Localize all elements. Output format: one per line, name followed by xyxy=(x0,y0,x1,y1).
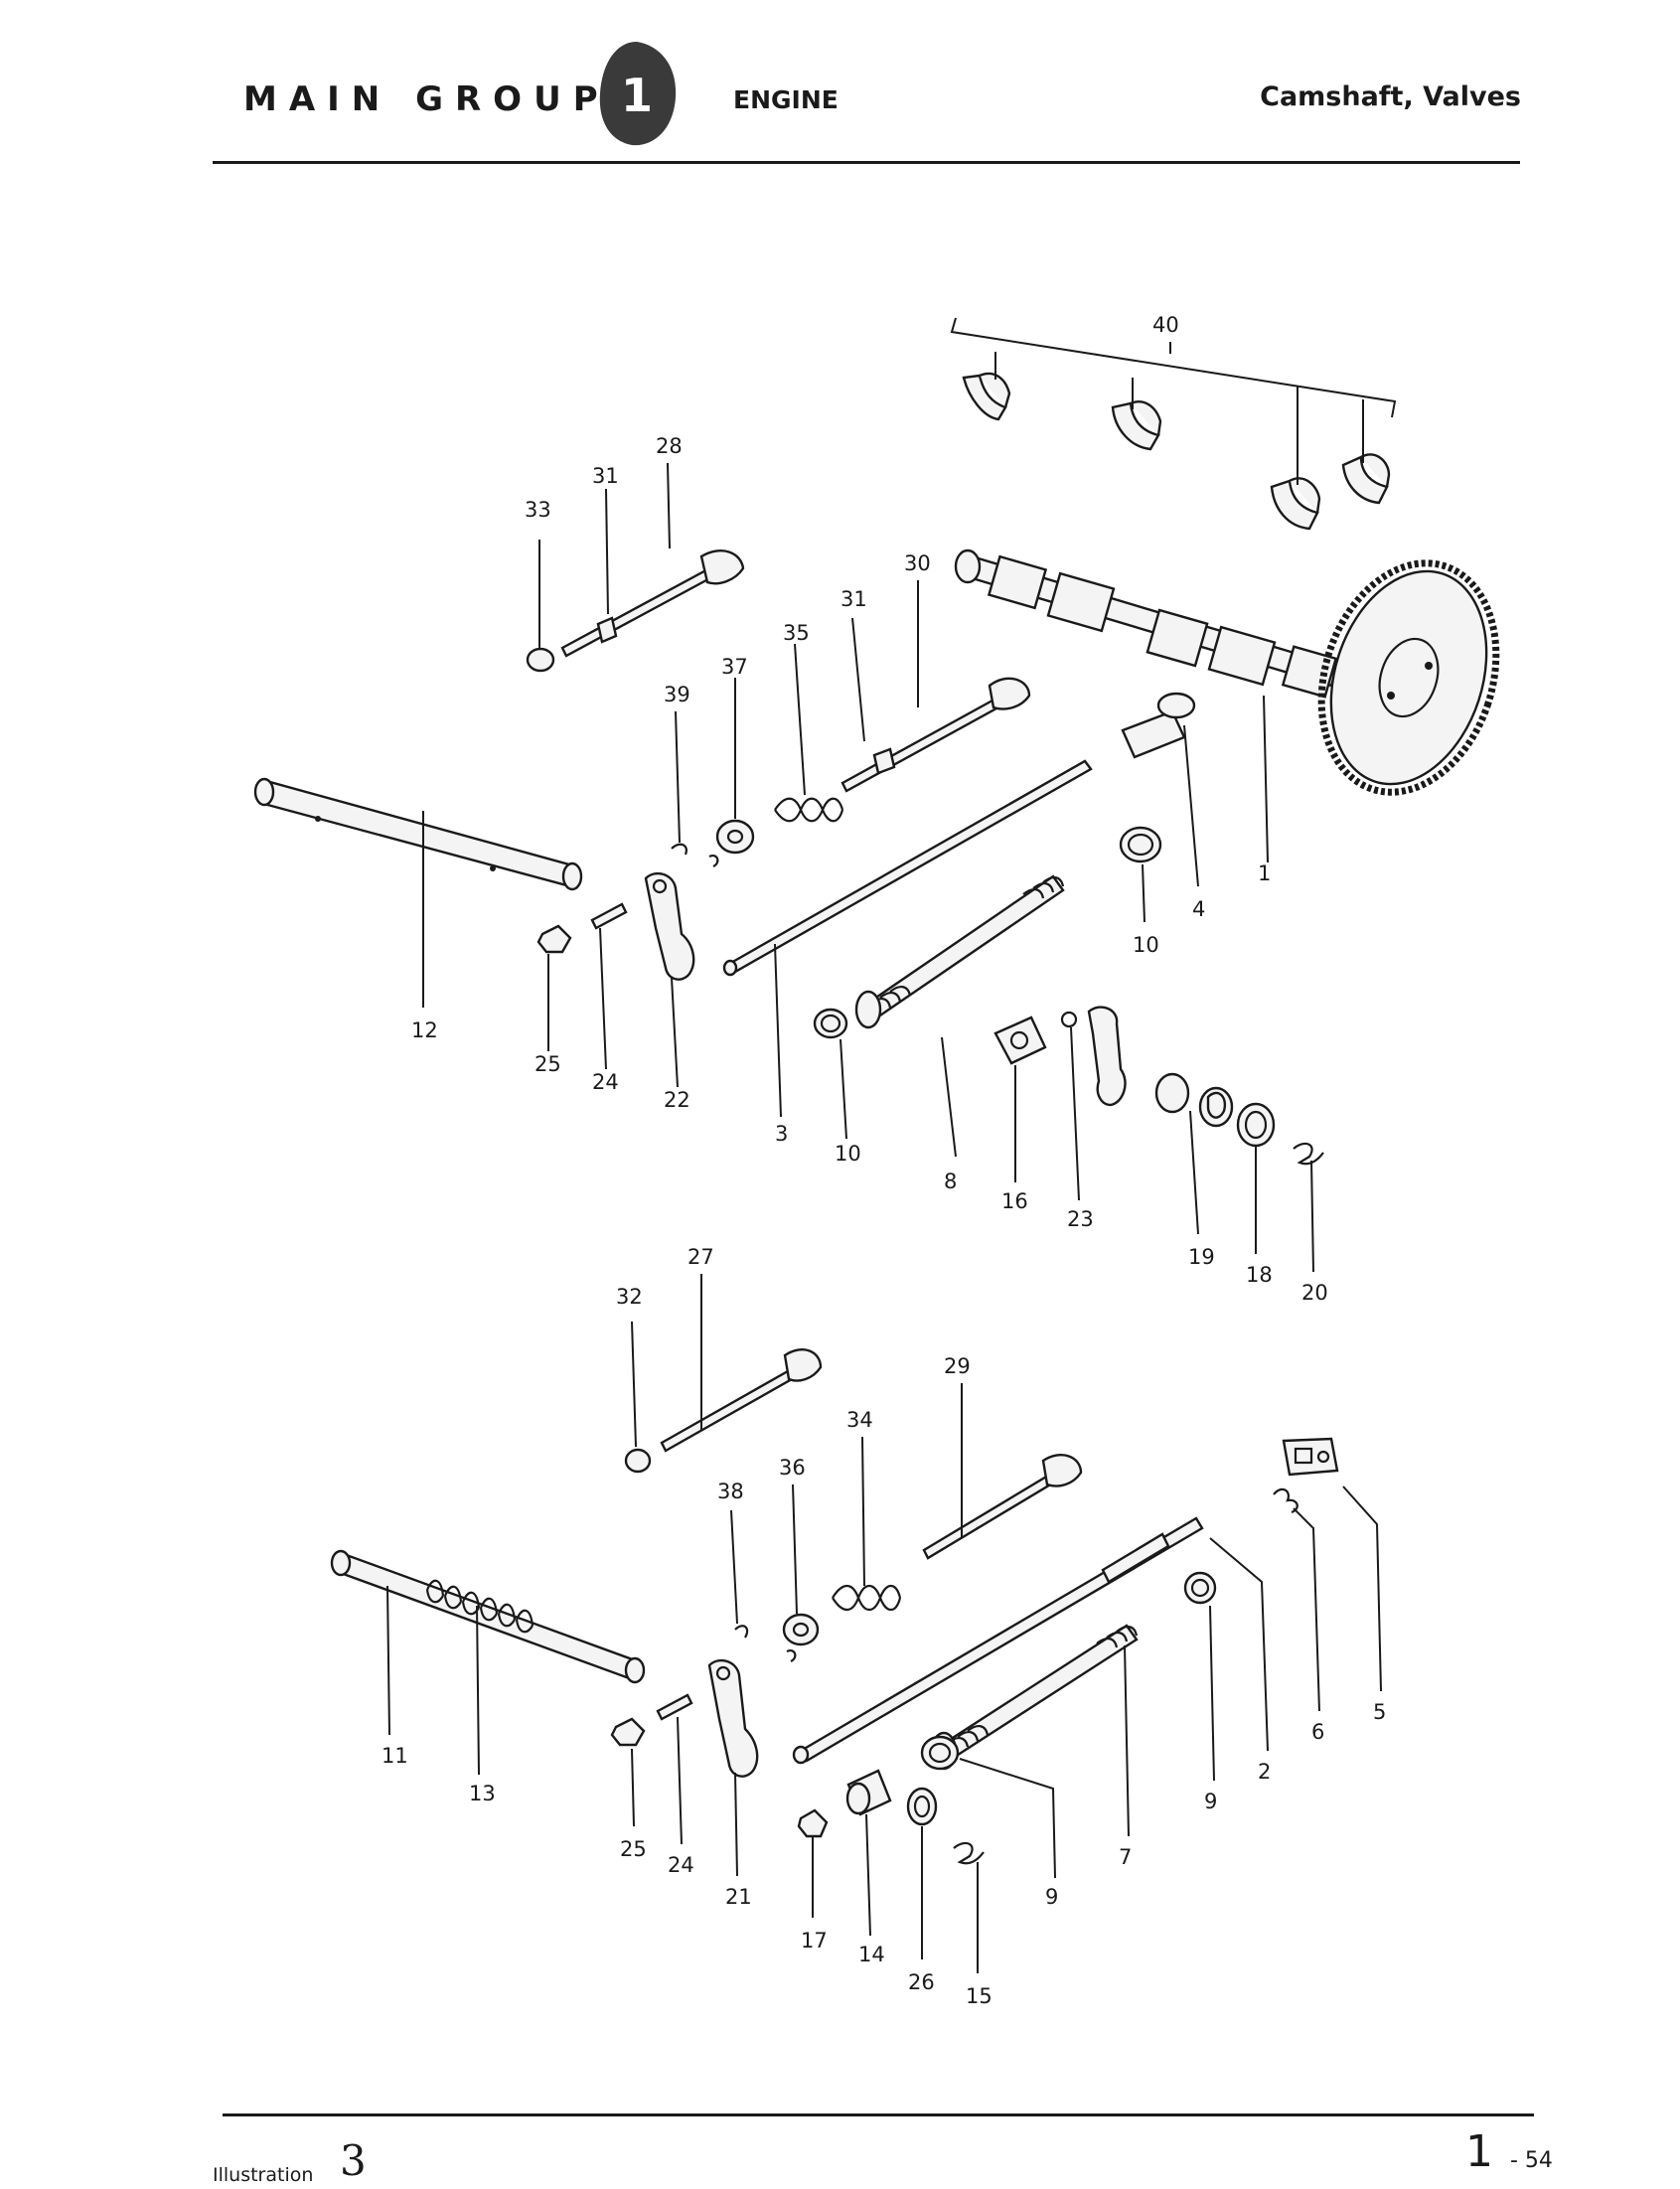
callout-24a: 24 xyxy=(592,1070,619,1094)
callout-32: 32 xyxy=(616,1285,643,1309)
callout-12: 12 xyxy=(411,1018,438,1042)
page-number-suffix: - 54 xyxy=(1510,2148,1553,2173)
callout-5: 5 xyxy=(1373,1700,1386,1724)
illustration-label: Illustration xyxy=(213,2164,314,2186)
callout-36: 36 xyxy=(779,1456,806,1480)
group-number: 1 xyxy=(621,69,653,122)
page-header: MAIN GROUP 1 ENGINE Camshaft, Valves xyxy=(0,0,1680,169)
callout-25a: 25 xyxy=(535,1052,561,1076)
main-group-label: MAIN GROUP xyxy=(243,79,610,119)
callout-13: 13 xyxy=(469,1782,496,1805)
callout-15: 15 xyxy=(966,1984,993,2008)
callout-22: 22 xyxy=(664,1088,690,1112)
upper-valve-parts xyxy=(253,549,1324,1166)
bearing-shell-bracket xyxy=(950,317,1397,418)
callout-24b: 24 xyxy=(668,1853,694,1877)
callout-33: 33 xyxy=(525,498,551,522)
callout-2: 2 xyxy=(1258,1760,1271,1784)
footer-rule xyxy=(223,2113,1534,2116)
callout-21: 21 xyxy=(725,1885,752,1909)
callout-9b: 9 xyxy=(1045,1885,1058,1909)
camshaft-bearing-shells xyxy=(962,372,1391,531)
callout-31a: 31 xyxy=(592,464,619,488)
group-number-badge: 1 xyxy=(599,42,677,146)
camshaft-assembly xyxy=(954,548,1500,796)
header-rule xyxy=(213,161,1520,164)
callout-26: 26 xyxy=(908,1970,935,1994)
page-number: 1 xyxy=(1465,2126,1493,2177)
callout-39: 39 xyxy=(664,683,690,706)
callout-35: 35 xyxy=(783,621,810,645)
part-callouts: 40 28 31 33 30 31 35 37 39 1 4 12 10 25 … xyxy=(382,313,1386,2008)
callout-4: 4 xyxy=(1192,897,1205,921)
callout-17: 17 xyxy=(801,1929,828,1953)
callout-14: 14 xyxy=(858,1943,885,1966)
illustration-number: 3 xyxy=(340,2136,367,2185)
callout-25b: 25 xyxy=(620,1837,647,1861)
callout-16: 16 xyxy=(1001,1189,1028,1213)
callout-29: 29 xyxy=(944,1354,971,1378)
callout-28: 28 xyxy=(656,434,683,458)
engine-label: ENGINE xyxy=(733,85,839,114)
callout-6: 6 xyxy=(1311,1720,1324,1744)
callout-18: 18 xyxy=(1246,1263,1273,1287)
callout-40: 40 xyxy=(1152,313,1179,337)
callout-10b: 10 xyxy=(835,1142,861,1166)
callout-31b: 31 xyxy=(840,587,867,611)
section-title: Camshaft, Valves xyxy=(1260,81,1521,112)
leader-lines xyxy=(386,352,1382,1973)
callout-11: 11 xyxy=(382,1744,408,1768)
callout-10a: 10 xyxy=(1133,933,1159,957)
callout-9a: 9 xyxy=(1204,1790,1217,1813)
callout-8: 8 xyxy=(944,1170,957,1193)
callout-20: 20 xyxy=(1301,1281,1328,1305)
callout-23: 23 xyxy=(1067,1207,1094,1231)
callout-27: 27 xyxy=(687,1245,714,1269)
callout-19: 19 xyxy=(1188,1245,1215,1269)
callout-34: 34 xyxy=(846,1408,873,1432)
callout-30: 30 xyxy=(904,551,931,575)
callout-1: 1 xyxy=(1258,861,1271,885)
callout-7: 7 xyxy=(1119,1845,1132,1869)
callout-3: 3 xyxy=(775,1122,788,1146)
callout-37: 37 xyxy=(721,655,748,679)
lower-valve-parts xyxy=(330,1348,1339,1865)
callout-38: 38 xyxy=(717,1480,744,1503)
